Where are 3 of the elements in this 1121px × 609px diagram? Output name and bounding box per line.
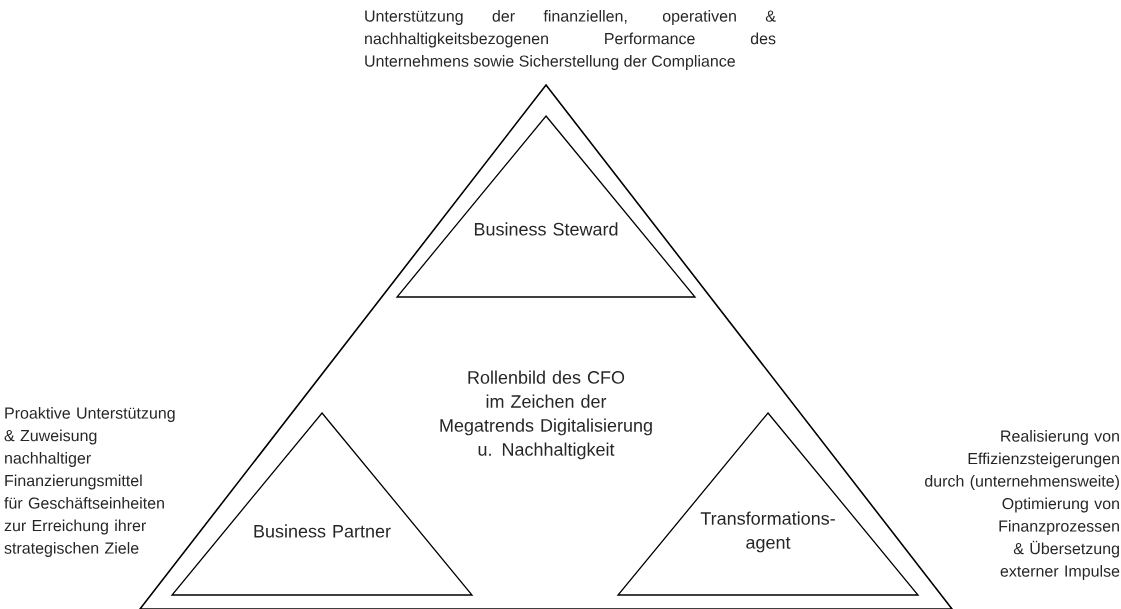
description-text: Proaktive Unterstützung & Zuweisung nachhaltiger Finanzierungsmittel für Geschäftseinheiten zur Erreichung ihrer strategischen Ziele — [4, 407, 175, 557]
description-text: Realisierung von Effizienzsteigerungen durch (unternehmensweite) Optimierung von Finanzprozessen & Übersetzung externer Impulse — [925, 430, 1120, 580]
description-text: Unterstützung der finanziellen, operativen & nachhaltigkeitsbezogenen Performance des Unternehmens sowie Sicherstellung der Compliance — [365, 10, 776, 70]
